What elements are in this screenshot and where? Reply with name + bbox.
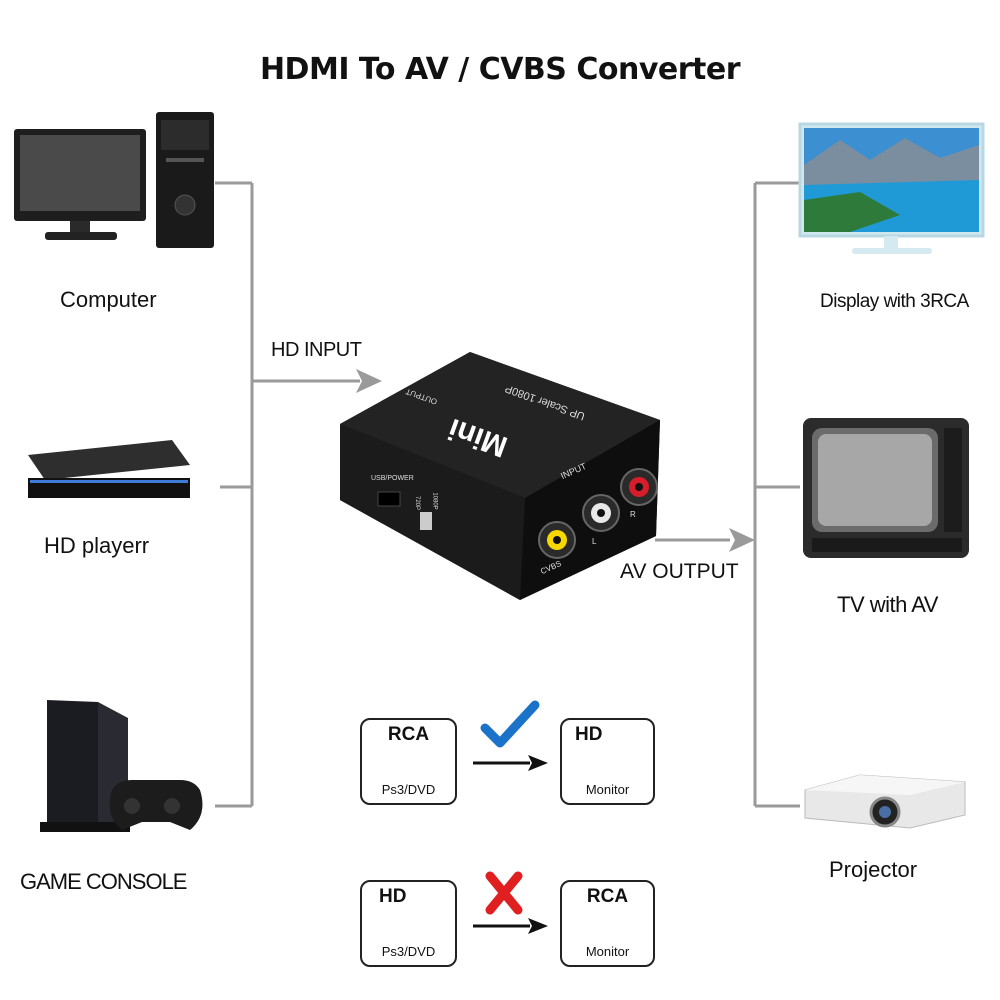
- left-connector-lines: [215, 181, 360, 808]
- device-usb-text: USB/POWER: [371, 475, 414, 482]
- bluray-player-shape: [28, 440, 190, 498]
- page-title: HDMI To AV / CVBS Converter: [259, 52, 741, 87]
- device-l-text: L: [592, 537, 597, 546]
- display-shape: [798, 122, 985, 254]
- supported-source-sub: Ps3/DVD: [381, 782, 436, 797]
- crt-tv-shape: [803, 418, 969, 558]
- unsupported-target-header: RCA: [586, 886, 629, 907]
- source-label-game-console: GAME CONSOLE: [20, 869, 187, 894]
- computer-monitor-shape: [14, 129, 146, 240]
- cross-icon: [485, 871, 523, 915]
- supported-arrow: [473, 755, 548, 771]
- device-r-text: R: [630, 510, 636, 519]
- av-output-label: AV OUTPUT: [620, 560, 739, 583]
- projector-shape: [804, 774, 966, 829]
- unsupported-target-sub: Monitor: [585, 944, 630, 959]
- supported-target-box: HD Monitor: [560, 718, 655, 805]
- unsupported-source-box: HD Ps3/DVD: [360, 880, 457, 967]
- unsupported-arrow: [473, 918, 548, 934]
- device-1080-text: 1080P: [431, 492, 438, 510]
- supported-target-sub: Monitor: [585, 782, 630, 797]
- check-icon: [480, 700, 540, 748]
- supported-source-box: RCA Ps3/DVD: [360, 718, 457, 805]
- output-label-display: Display with 3RCA: [820, 291, 969, 312]
- computer-tower-shape: [156, 112, 214, 248]
- device-720-text: 720P: [414, 495, 421, 511]
- converter-device-shape: [340, 352, 660, 600]
- unsupported-target-box: RCA Monitor: [560, 880, 655, 967]
- output-label-projector: Projector: [829, 857, 918, 882]
- hd-input-arrow: [356, 369, 382, 393]
- game-console-shape: [40, 700, 203, 832]
- unsupported-source-header: HD: [379, 886, 407, 907]
- hd-input-label: HD INPUT: [271, 339, 362, 361]
- source-label-hd-player: HD playerr: [44, 533, 150, 558]
- right-connector-lines: [655, 181, 800, 808]
- supported-source-header: RCA: [387, 724, 430, 745]
- output-label-tv: TV with AV: [837, 592, 938, 617]
- supported-target-header: HD: [575, 724, 603, 745]
- source-label-computer: Computer: [60, 287, 157, 312]
- av-output-arrow: [729, 528, 755, 552]
- unsupported-source-sub: Ps3/DVD: [381, 944, 436, 959]
